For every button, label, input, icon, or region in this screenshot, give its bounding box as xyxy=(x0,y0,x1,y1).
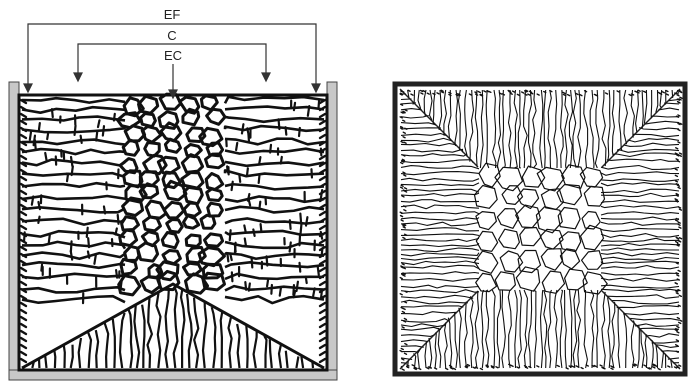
c-label: C xyxy=(167,28,176,43)
ef-label: EF xyxy=(164,7,181,22)
ec-label: EC xyxy=(164,48,182,63)
cross-section-panel xyxy=(395,84,685,374)
ec-arrow xyxy=(169,64,177,98)
ingot-section-panel: EF C EC xyxy=(9,7,337,380)
